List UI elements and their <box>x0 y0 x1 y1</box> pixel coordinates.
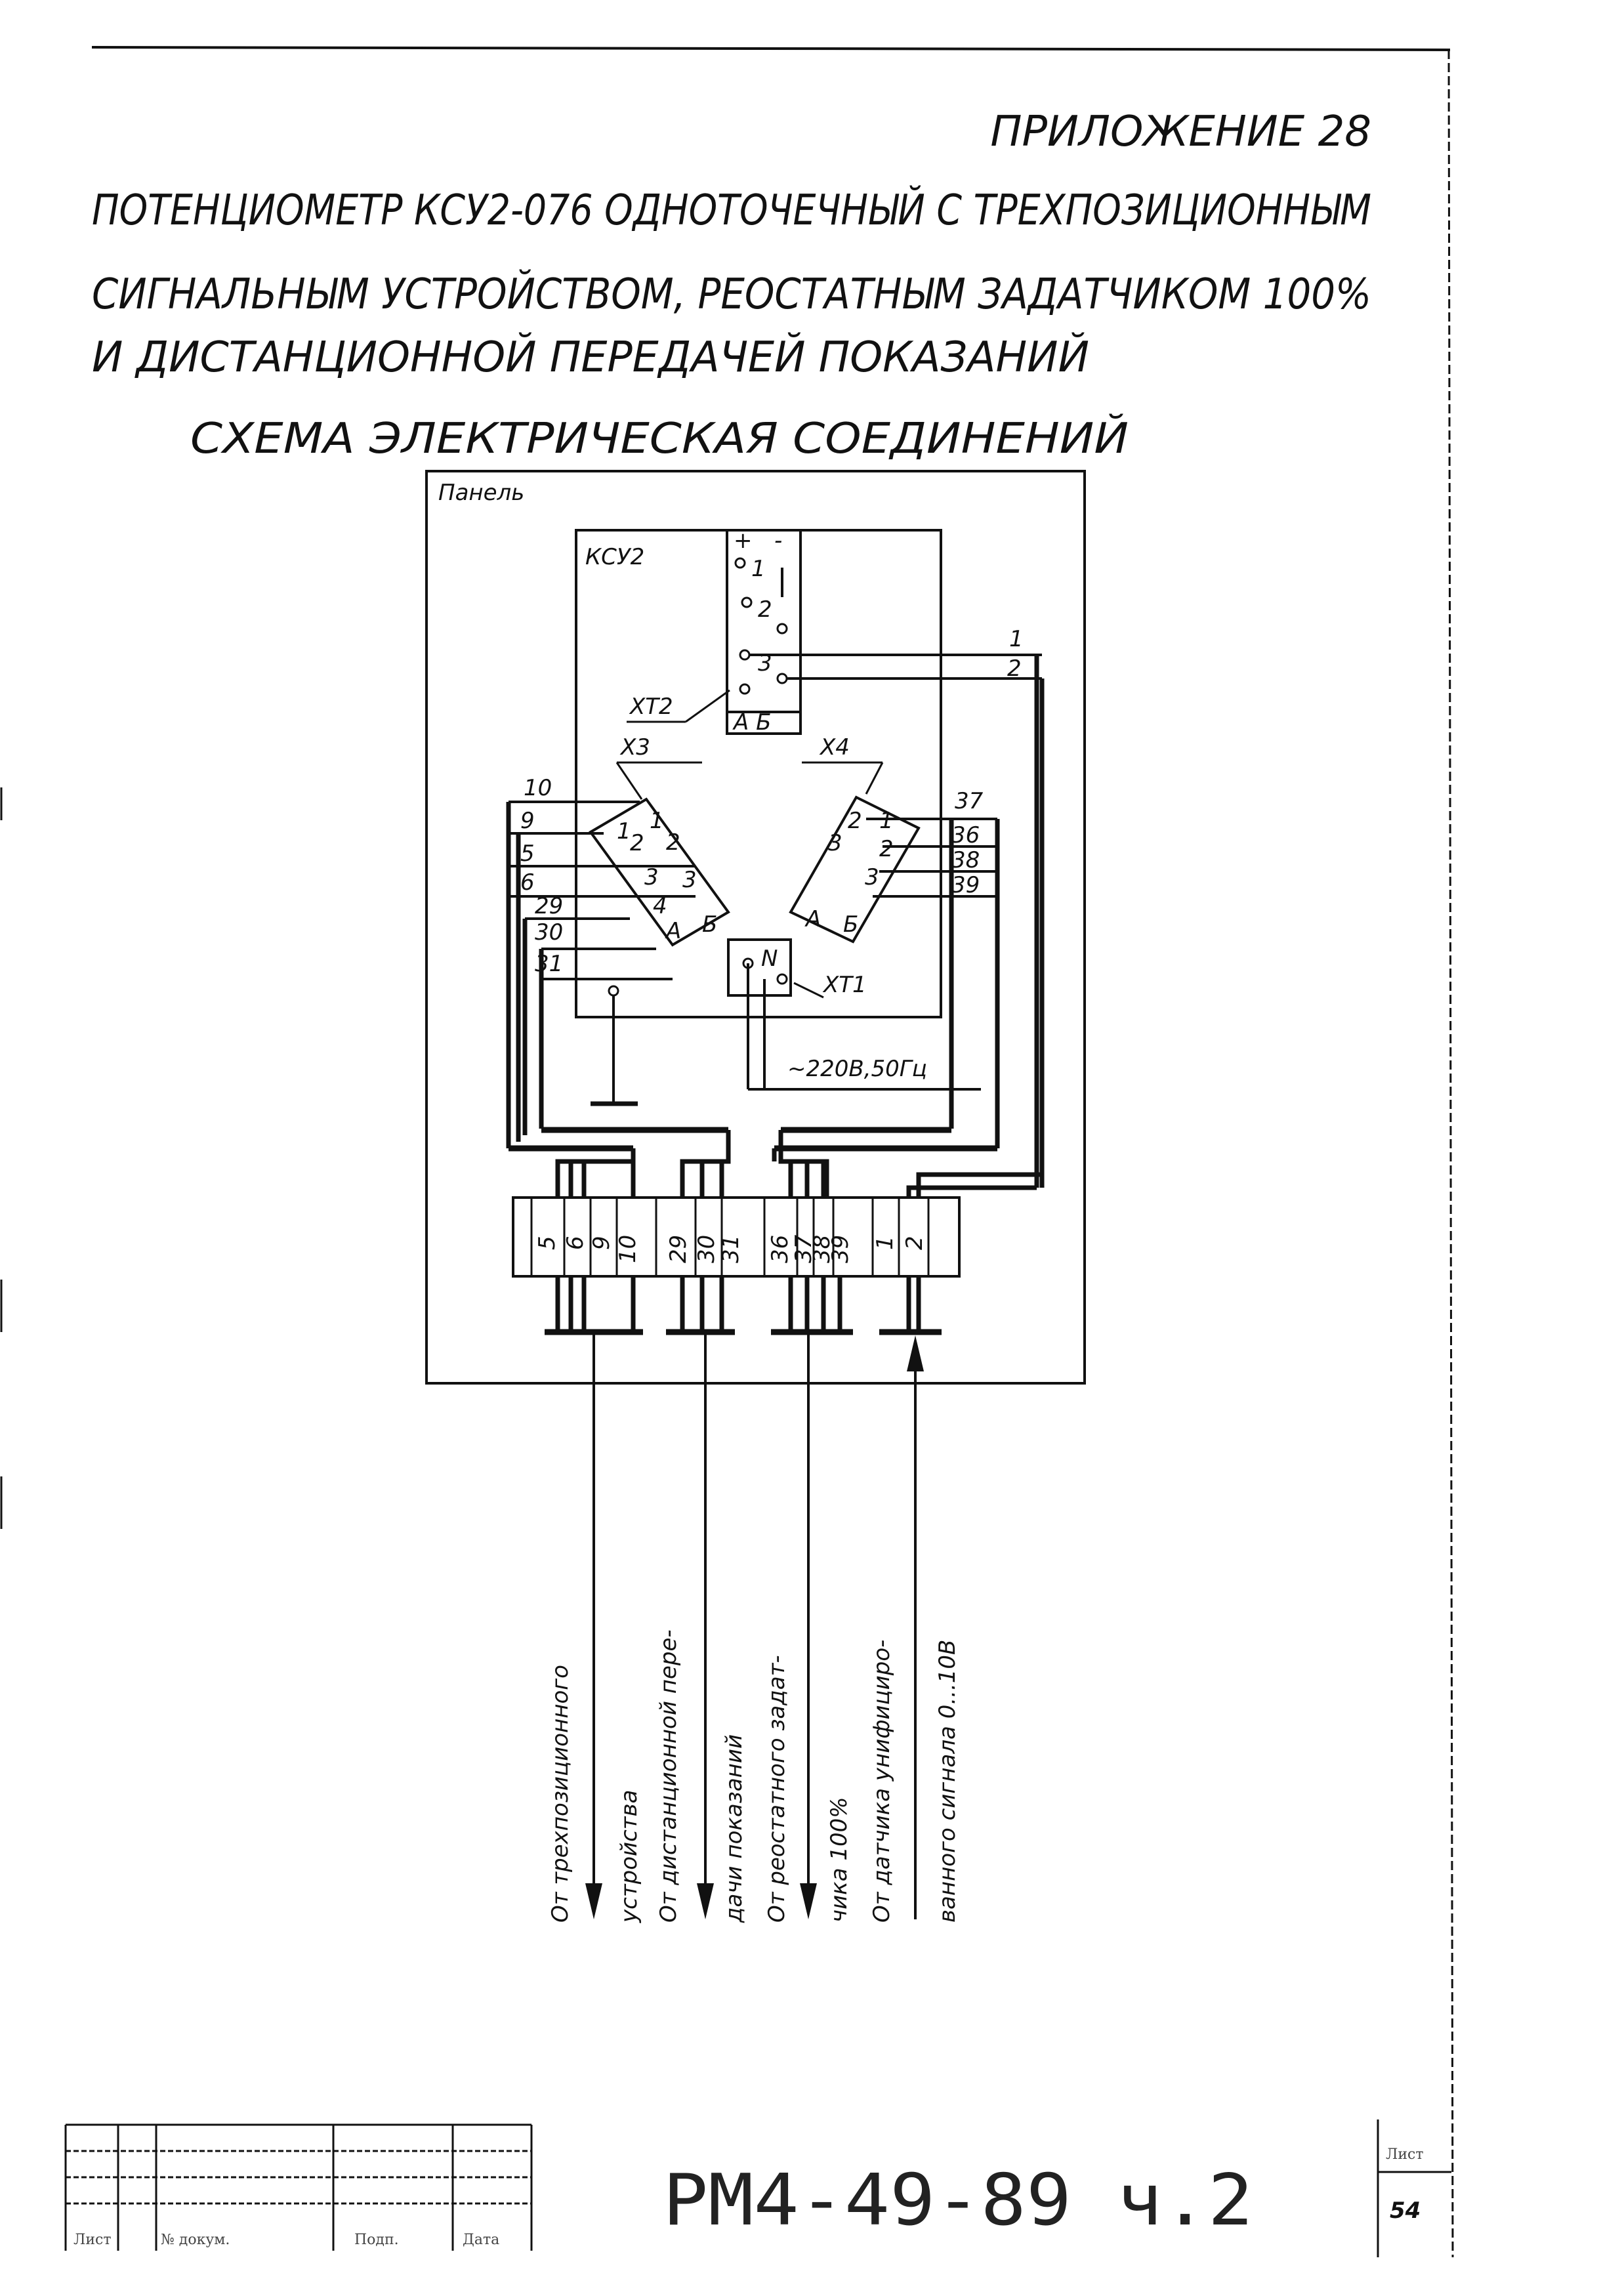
x4-pin-b: Б <box>843 911 858 938</box>
terminal-9: 9 <box>589 1236 615 1250</box>
xt2-pin-1: 1 <box>751 556 766 582</box>
xt2-plus: + <box>734 528 753 554</box>
xt2-label: ХТ2 <box>629 694 673 720</box>
top-wire-1: 1 <box>1009 626 1024 652</box>
left-wire-10: 10 <box>524 775 552 801</box>
cable-drops <box>545 1276 942 1335</box>
x3-pin-2a: 2 <box>630 830 644 856</box>
title-line-3: И ДИСТАНЦИОННОЙ ПЕРЕДАЧЕЙ ПОКАЗАНИЙ <box>92 332 1089 382</box>
terminal-31: 31 <box>718 1235 744 1263</box>
title-cell-sheet: Лист <box>73 2232 112 2248</box>
x3-pin-1b: 1 <box>650 808 664 834</box>
cable-label-1-line2: устройства <box>616 1790 642 1923</box>
terminal-39: 39 <box>827 1235 854 1263</box>
x4-pin-2b: 2 <box>879 836 894 862</box>
terminal-1: 1 <box>872 1236 898 1250</box>
x4-pin-1: 1 <box>879 808 894 834</box>
terminal-29: 29 <box>665 1235 692 1263</box>
x3-label: Х3 <box>619 734 650 761</box>
right-wire-37: 37 <box>955 788 984 814</box>
panel-label: Панель <box>438 480 524 506</box>
title-cell-date: Дата <box>463 2232 499 2248</box>
cable-label-4-line2: ванного сигнала 0...10В <box>934 1640 961 1923</box>
x3-pin-b: Б <box>702 911 717 938</box>
title-block: Лист № докум. Подп. Дата РМ4-49-89 ч.2 Л… <box>64 2119 1451 2257</box>
supply-label: ~220В,50Гц <box>787 1056 927 1082</box>
cable-label-4-line1: От датчика унифициро- <box>869 1640 895 1923</box>
terminal-37: 37 <box>791 1234 817 1263</box>
top-wires: 1 2 <box>749 626 1045 1188</box>
left-wire-6: 6 <box>520 869 535 896</box>
cable-arrows <box>585 1332 924 1919</box>
x3-pin-3a: 3 <box>644 864 659 890</box>
terminal-30: 30 <box>694 1235 720 1263</box>
title-cell-sign: Подп. <box>354 2232 399 2248</box>
right-wires: 37 36 38 39 <box>774 788 1000 1152</box>
xt2-pin-2: 2 <box>758 596 772 623</box>
x3-pin-2b: 2 <box>666 829 680 856</box>
left-wire-9: 9 <box>520 808 535 834</box>
sheet-number: 54 <box>1390 2198 1421 2224</box>
terminal-block: 5 6 9 10 29 30 31 36 37 38 39 1 2 <box>512 1196 961 1278</box>
terminal-5: 5 <box>534 1236 560 1250</box>
connector-xt1: N ХТ1 ~220В,50Гц <box>727 938 981 1091</box>
cable-label-2-line2: дачи показаний <box>721 1734 747 1923</box>
right-wire-39: 39 <box>951 872 980 898</box>
xt2-minus: - <box>774 528 782 554</box>
x4-pin-2a: 2 <box>848 808 862 834</box>
panel: Панель <box>425 470 1086 1385</box>
right-wire-38: 38 <box>951 847 980 873</box>
xt1-label: ХТ1 <box>822 972 867 998</box>
x3-pin-a: А <box>665 918 681 944</box>
subtitle: СХЕМА ЭЛЕКТРИЧЕСКАЯ СОЕДИНЕНИЙ <box>190 413 1129 463</box>
x4-label: Х4 <box>819 734 850 761</box>
connector-x3: Х3 1 2 1 2 3 3 4 Б А <box>589 734 730 947</box>
terminal-10: 10 <box>615 1235 641 1263</box>
ground-symbol <box>591 985 638 1106</box>
left-wire-30: 30 <box>535 919 563 946</box>
left-wire-5: 5 <box>520 841 535 867</box>
x3-pin-1a: 1 <box>617 818 631 845</box>
xt2-pin-3: 3 <box>758 650 772 677</box>
sheet-frame <box>0 46 1454 2258</box>
terminal-6: 6 <box>562 1236 589 1250</box>
connector-xt2: + - 1 2 3 А Б ХТ2 <box>627 528 802 736</box>
cable-labels: От трехпозиционного устройства От дистан… <box>547 1629 961 1923</box>
title-line-2: СИГНАЛЬНЫМ УСТРОЙСТВОМ, РЕОСТАТНЫМ ЗАДАТ… <box>92 269 1371 319</box>
document-code: РМ4-49-89 ч.2 <box>663 2160 1253 2242</box>
title-line-1: ПОТЕНЦИОМЕТР КСУ2-076 ОДНОТОЧЕЧНЫЙ С ТРЕ… <box>92 185 1371 235</box>
left-wire-31: 31 <box>535 951 563 977</box>
appendix-label: ПРИЛОЖЕНИЕ 28 <box>990 108 1371 156</box>
terminal-36: 36 <box>767 1235 793 1263</box>
x3-pin-3b: 3 <box>682 867 697 893</box>
cable-label-3-line2: чика 100% <box>826 1797 852 1923</box>
cable-label-2-line1: От дистанционной пере- <box>655 1629 682 1923</box>
left-wires: 10 9 5 6 29 30 31 <box>506 775 728 1152</box>
terminal-2: 2 <box>902 1236 928 1250</box>
cable-label-1-line1: От трехпозиционного <box>547 1665 573 1923</box>
right-wire-36: 36 <box>951 822 980 848</box>
sheet-cell-label: Лист <box>1386 2146 1424 2163</box>
terminal-risers <box>555 1130 1045 1198</box>
xt2-pins-ab: А Б <box>732 709 771 736</box>
top-wire-2: 2 <box>1007 656 1022 682</box>
xt1-pin-n: N <box>761 946 778 972</box>
x4-pin-3b: 3 <box>865 864 879 890</box>
device-label: КСУ2 <box>585 544 644 570</box>
terminal-38: 38 <box>809 1235 835 1263</box>
title-cell-docnum: № докум. <box>161 2232 230 2248</box>
x4-pin-a: А <box>804 906 821 932</box>
x3-pin-4: 4 <box>653 893 667 919</box>
cable-label-3-line1: От реостатного задат- <box>764 1655 790 1923</box>
connector-x4: Х4 1 2 3 2 3 А Б <box>789 734 921 944</box>
x4-pin-3a: 3 <box>828 830 842 856</box>
